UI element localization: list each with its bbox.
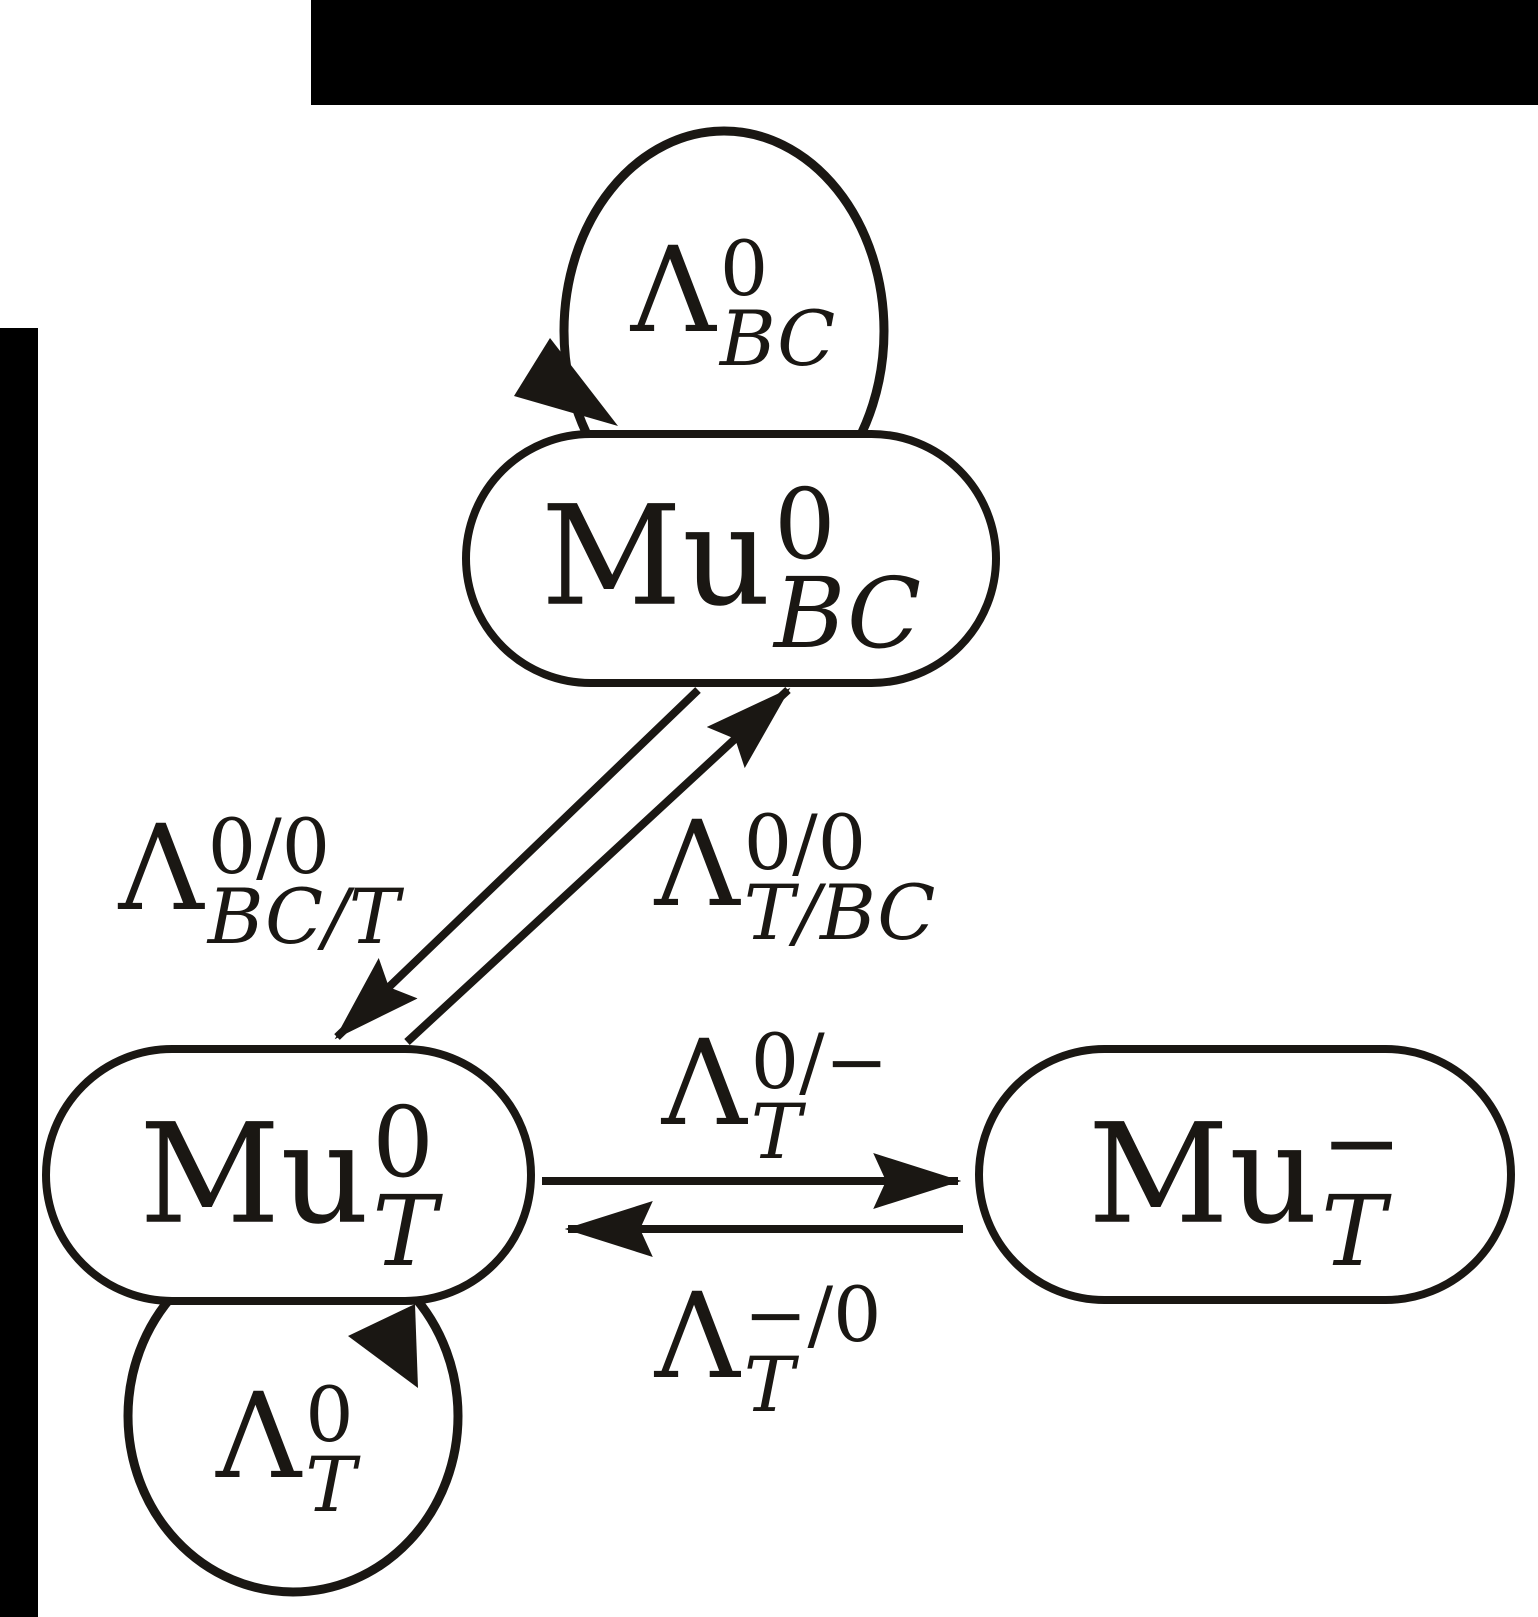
- top-crop-bar: [311, 0, 1538, 105]
- edge-label-base: Λ: [654, 1267, 740, 1405]
- edge-label-scripts: −/0 T: [743, 1270, 882, 1429]
- edge-label-subscript: T: [743, 1340, 795, 1429]
- self-loop-bc-arrowhead: [514, 338, 618, 426]
- node-subscript: T: [1320, 1175, 1386, 1288]
- edge-label-t-to-bc: Λ 0/0 T/BC: [654, 780, 936, 957]
- edge-label-superscript: 0/−: [750, 1017, 889, 1107]
- edge-label-subscript: T: [750, 1087, 802, 1176]
- node-label-mu0-bc: Mu 0 BC: [540, 456, 922, 670]
- edge-label-loop-t: Λ 0 T: [216, 1352, 356, 1529]
- edge-label-base: Λ: [630, 221, 716, 359]
- state-node-mu0-t: [42, 1045, 535, 1305]
- edge-label-subscript: BC/T: [207, 872, 400, 961]
- edge-label-superscript: 0/0: [207, 802, 331, 892]
- edge-label-subscript: T/BC: [743, 868, 936, 957]
- edge-label-scripts: 0 BC: [719, 224, 836, 383]
- node-superscript: 0: [372, 1085, 434, 1199]
- edge-label-scripts: 0/0 T/BC: [743, 798, 936, 957]
- edge-label-superscript: 0: [719, 224, 769, 314]
- edge-label-subscript: BC: [719, 294, 836, 383]
- edge-label-scripts: 0/− T: [750, 1017, 889, 1176]
- edge-label-scripts: 0 T: [305, 1370, 356, 1529]
- node-subscript: BC: [773, 557, 922, 670]
- edge-label-t0-to-tm: Λ 0/− T: [661, 999, 889, 1176]
- node-superscript: 0: [773, 467, 836, 581]
- edge-label-superscript: −/0: [743, 1270, 882, 1360]
- edge-label-scripts: 0/0 BC/T: [207, 802, 400, 961]
- edge-label-base: Λ: [216, 1367, 302, 1505]
- edge-label-superscript: 0: [305, 1370, 354, 1460]
- edge-label-loop-bc: Λ 0 BC: [630, 206, 836, 383]
- node-superscript: −: [1320, 1085, 1403, 1199]
- node-base: Mu: [540, 476, 771, 637]
- left-crop-bar: [0, 328, 38, 1617]
- edge-label-tm-to-t0: Λ −/0 T: [654, 1252, 882, 1429]
- node-label-mum-t: Mu − T: [1087, 1074, 1403, 1288]
- edge-label-subscript: T: [305, 1440, 356, 1529]
- edge-label-base: Λ: [661, 1014, 747, 1152]
- arrow-bc-to-t: [334, 687, 701, 1040]
- self-loop-t-arrowhead: [348, 1304, 418, 1388]
- node-scripts: 0 T: [372, 1085, 437, 1288]
- arrow-t-to-bc: [404, 687, 791, 1045]
- node-base: Mu: [139, 1094, 370, 1255]
- state-node-mu0-bc: [462, 430, 1000, 687]
- node-base: Mu: [1087, 1094, 1318, 1255]
- edge-label-bc-to-t: Λ 0/0 BC/T: [118, 784, 400, 961]
- node-label-mu0-t: Mu 0 T: [139, 1074, 437, 1288]
- edge-label-superscript: 0/0: [743, 798, 867, 888]
- edge-label-base: Λ: [118, 799, 204, 937]
- edge-label-base: Λ: [654, 795, 740, 933]
- node-scripts: − T: [1320, 1085, 1403, 1288]
- node-scripts: 0 BC: [773, 467, 922, 670]
- state-node-mum-t: [975, 1045, 1515, 1304]
- node-subscript: T: [372, 1175, 437, 1288]
